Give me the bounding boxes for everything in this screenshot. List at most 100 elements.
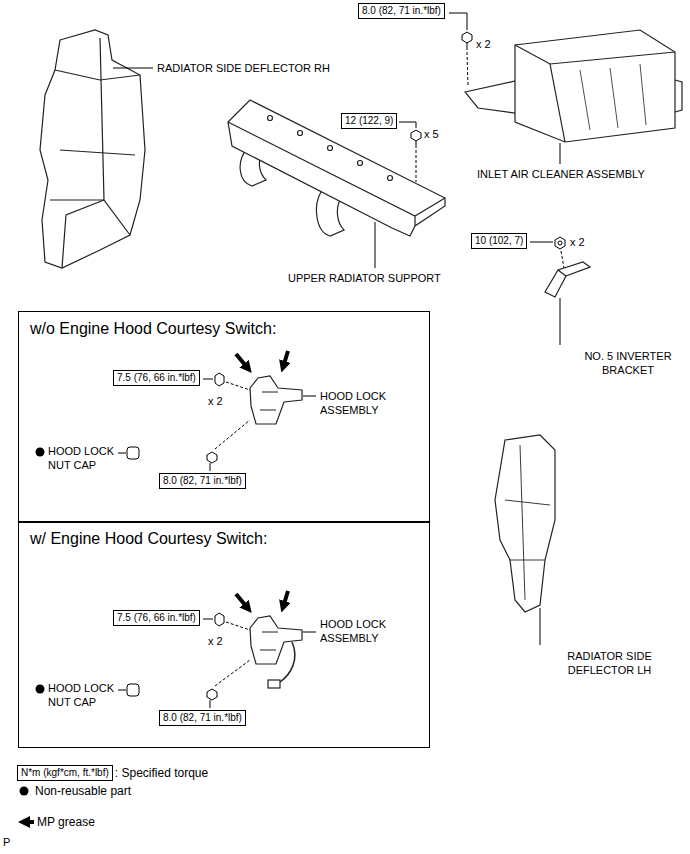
radiator-side-deflector-rh bbox=[62, 200, 104, 268]
hood-lock-bolt bbox=[203, 619, 213, 620]
torque-box: 8.0 (82, 71 in.*lbf) bbox=[159, 473, 246, 489]
part-label: INLET AIR CLEANER ASSEMBLY bbox=[477, 168, 645, 182]
torque-box: 12 (122, 9) bbox=[341, 113, 397, 129]
part-label: RADIATOR SIDE DEFLECTOR LH bbox=[562, 650, 657, 678]
radiator-side-deflector-lh bbox=[495, 435, 555, 612]
torque-value: N*m (kgf*cm, ft.*lbf) bbox=[21, 767, 109, 778]
inverter-bracket bbox=[545, 262, 590, 297]
torque-box: 7.5 (76, 66 in.*lbf) bbox=[113, 370, 200, 386]
grease-arrow bbox=[236, 594, 246, 606]
bolt bbox=[411, 130, 421, 141]
hood-lock-bolt bbox=[210, 463, 211, 471]
torque-box: 8.0 (82, 71 in.*lbf) bbox=[358, 3, 445, 19]
leader-line bbox=[399, 122, 416, 128]
inlet-air-cleaner bbox=[515, 30, 675, 142]
upper-radiator-support bbox=[228, 100, 445, 236]
quantity-label: x 2 bbox=[208, 395, 223, 409]
hood-lock-bolt bbox=[215, 373, 224, 386]
bolt bbox=[411, 32, 565, 268]
bolt bbox=[558, 241, 562, 245]
leader-line bbox=[540, 608, 541, 645]
inlet-air-cleaner bbox=[550, 64, 565, 142]
leader-line bbox=[560, 143, 561, 164]
radiator-side-deflector-rh bbox=[60, 150, 135, 155]
non-reusable-dot bbox=[20, 787, 29, 796]
hood-lock-bolt bbox=[303, 396, 316, 397]
torque-box: 8.0 (82, 71 in.*lbf) bbox=[159, 710, 246, 726]
torque-value: 8.0 (82, 71 in.*lbf) bbox=[163, 475, 242, 486]
torque-value: 10 (102, 7) bbox=[475, 235, 523, 246]
radiator-side-deflector-lh bbox=[505, 445, 550, 600]
hood-lock bbox=[250, 376, 302, 424]
upper-radiator-support bbox=[228, 122, 445, 226]
bolt bbox=[467, 52, 468, 86]
grease-arrow bbox=[27, 820, 34, 824]
hood-lock bbox=[260, 632, 278, 650]
bolt bbox=[462, 32, 472, 43]
bolt bbox=[555, 237, 565, 249]
panel-heading: w/ Engine Hood Courtesy Switch: bbox=[19, 522, 429, 548]
inlet-air-cleaner bbox=[515, 45, 675, 64]
grease-arrow bbox=[284, 591, 288, 604]
torque-box: 10 (102, 7) bbox=[471, 233, 527, 249]
hood-lock-bolt bbox=[303, 632, 316, 633]
bolt bbox=[561, 251, 564, 268]
part-label: HOOD LOCK NUT CAP bbox=[48, 445, 120, 473]
radiator-side-deflector-rh bbox=[50, 199, 104, 200]
torque-box: N*m (kgf*cm, ft.*lbf) bbox=[17, 765, 113, 781]
inlet-air-cleaner bbox=[465, 30, 682, 142]
inverter-bracket bbox=[558, 270, 566, 276]
hood-lock-bolt bbox=[215, 660, 250, 686]
hood-lock-bolt bbox=[203, 379, 213, 380]
quantity-label: x 2 bbox=[476, 38, 491, 52]
hood-lock-bolt bbox=[226, 382, 250, 390]
upper-radiator-support bbox=[298, 131, 303, 136]
hood-lock bbox=[260, 392, 278, 410]
part-label: P bbox=[3, 836, 10, 850]
leader-line bbox=[375, 222, 376, 268]
hood-lock-bolt bbox=[207, 689, 217, 700]
leader-line bbox=[560, 298, 561, 345]
hood-lock-bolt bbox=[118, 690, 126, 691]
bolt bbox=[416, 150, 417, 182]
upper-radiator-support bbox=[268, 116, 273, 121]
legend-text: : Specified torque bbox=[115, 766, 208, 780]
hood-lock-bolt bbox=[127, 447, 139, 459]
bolt bbox=[467, 43, 468, 50]
non-reusable-dot bbox=[36, 685, 45, 694]
torque-value: 8.0 (82, 71 in.*lbf) bbox=[362, 5, 441, 16]
part-label: UPPER RADIATOR SUPPORT bbox=[288, 272, 441, 286]
inverter-bracket bbox=[545, 262, 590, 297]
torque-value: 7.5 (76, 66 in.*lbf) bbox=[117, 612, 196, 623]
upper-radiator-support bbox=[358, 161, 363, 166]
leader-line bbox=[113, 68, 153, 69]
quantity-label: x 5 bbox=[424, 128, 439, 142]
non-reusable-dot bbox=[20, 448, 45, 796]
torque-value: 12 (122, 9) bbox=[345, 115, 393, 126]
hood-lock-bolt bbox=[127, 684, 139, 696]
upper-radiator-support bbox=[228, 100, 445, 236]
torque-box: 7.5 (76, 66 in.*lbf) bbox=[113, 610, 200, 626]
hood-lock bbox=[280, 642, 295, 682]
hood-lock-bolt bbox=[210, 700, 211, 708]
hood-lock-bolt bbox=[226, 622, 250, 630]
part-label: RADIATOR SIDE DEFLECTOR RH bbox=[157, 62, 330, 76]
inlet-air-cleaner bbox=[675, 80, 682, 112]
part-label: NO. 5 INVERTER BRACKET bbox=[578, 350, 678, 378]
upper-radiator-support bbox=[388, 176, 393, 181]
quantity-label: x 2 bbox=[570, 236, 585, 250]
bolt bbox=[416, 141, 417, 148]
hood-lock-bolt bbox=[207, 452, 217, 463]
legend-text: Non-reusable part bbox=[35, 784, 131, 798]
hood-lock-bolt bbox=[118, 453, 126, 454]
hood-lock bbox=[268, 680, 280, 688]
grease-arrow bbox=[27, 351, 288, 822]
radiator-side-deflector-rh bbox=[55, 70, 140, 80]
leader-line bbox=[449, 13, 467, 30]
part-label: HOOD LOCK ASSEMBLY bbox=[320, 390, 395, 418]
variant-panel: w/o Engine Hood Courtesy Switch:7.5 (76,… bbox=[18, 311, 430, 523]
inlet-air-cleaner bbox=[580, 64, 646, 130]
quantity-label: x 2 bbox=[208, 635, 223, 649]
upper-radiator-support bbox=[328, 146, 333, 151]
